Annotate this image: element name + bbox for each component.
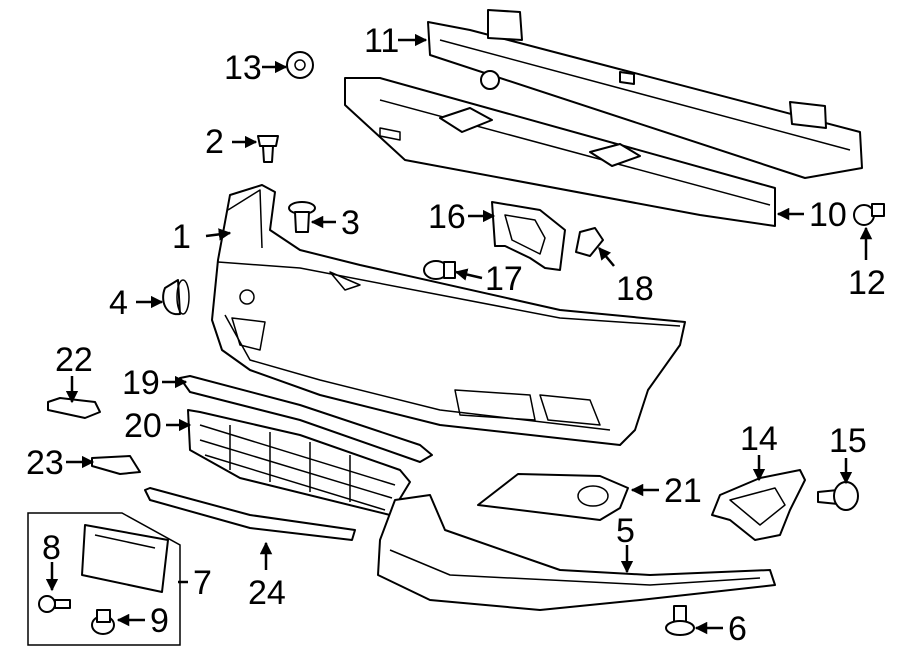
nut-part[interactable] (286, 51, 314, 79)
callout-18: 18 (616, 270, 654, 308)
callout-22: 22 (55, 341, 93, 379)
rivet-part[interactable] (423, 260, 456, 280)
callout-10: 10 (809, 196, 847, 234)
callout-23: 23 (26, 444, 64, 482)
callout-7: 7 (193, 564, 212, 602)
bumper-cover-part[interactable] (211, 184, 686, 446)
callout-24: 24 (248, 574, 286, 612)
callout-4: 4 (109, 284, 128, 322)
callout-5: 5 (616, 512, 635, 550)
callout-11: 11 (364, 22, 399, 60)
callout-8: 8 (42, 529, 61, 567)
retainer-clip-part[interactable] (575, 227, 604, 257)
callout-16: 16 (428, 198, 466, 236)
callout-9: 9 (150, 602, 169, 640)
callout-1: 1 (172, 218, 191, 256)
screw-part[interactable] (853, 203, 885, 226)
pin-fastener-part[interactable] (665, 605, 695, 636)
bracket-part[interactable] (491, 201, 566, 271)
callout-2: 2 (205, 123, 224, 161)
lower-trim-strip-part[interactable] (144, 487, 356, 541)
tow-hook-cap-part[interactable] (162, 279, 190, 316)
callout-21: 21 (664, 472, 702, 510)
callout-3: 3 (341, 204, 360, 242)
callout-13: 13 (224, 49, 262, 87)
energy-absorber-part[interactable] (344, 77, 776, 227)
lower-spoiler-part[interactable] (377, 494, 776, 611)
molding-strip-part[interactable] (179, 375, 433, 463)
grille-part[interactable] (187, 409, 411, 516)
callout-19: 19 (122, 364, 160, 402)
callout-20: 20 (124, 407, 162, 445)
reinforcement-beam-part[interactable] (427, 9, 863, 179)
callout-12: 12 (848, 264, 886, 302)
callout-17: 17 (485, 260, 523, 298)
leader-lines (45, 33, 873, 635)
callout-6: 6 (728, 610, 747, 648)
license-bracket-kit-box (27, 512, 181, 646)
kit-screw-part[interactable] (38, 595, 71, 613)
callout-14: 14 (740, 420, 778, 458)
side-bracket-part[interactable] (711, 469, 806, 541)
kit-nut-part[interactable] (91, 609, 115, 635)
fog-lamp-bezel-part[interactable] (477, 473, 629, 521)
callout-15: 15 (829, 422, 867, 460)
push-clip-part[interactable] (288, 201, 316, 233)
reflector-bracket-part[interactable] (47, 397, 101, 419)
lower-bracket-part[interactable] (91, 455, 141, 475)
fastener-part[interactable] (817, 481, 859, 511)
license-bracket-part[interactable] (81, 524, 169, 593)
bolt-part[interactable] (257, 135, 279, 163)
